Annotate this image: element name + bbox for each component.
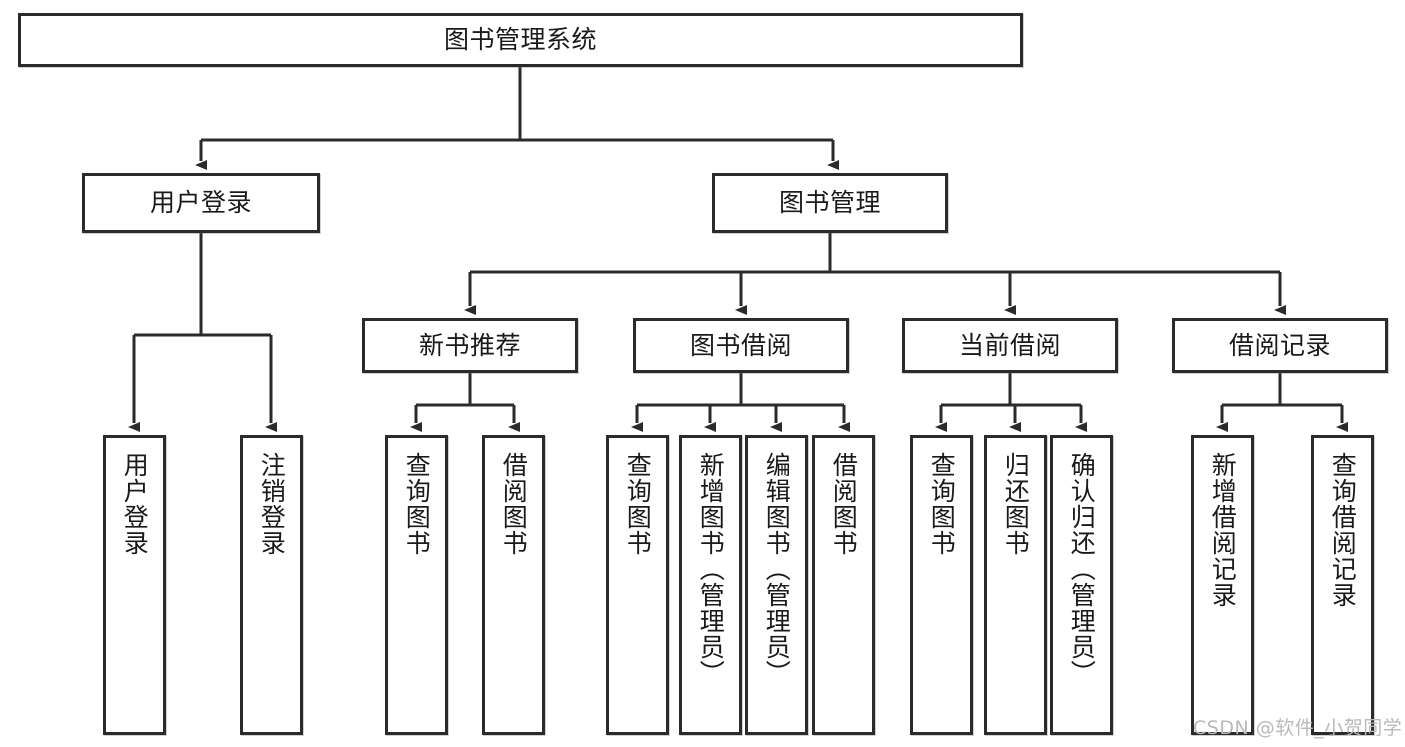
node-book-manage[interactable]: 图书管理 bbox=[712, 173, 948, 233]
node-leaf-query-book-3[interactable]: 查询图书 bbox=[910, 435, 973, 735]
node-leaf-add-record[interactable]: 新增借阅记录 bbox=[1191, 435, 1254, 735]
node-book-borrow[interactable]: 图书借阅 bbox=[633, 318, 849, 373]
node-leaf-edit-book-label: 编辑图书（管理员） bbox=[762, 452, 792, 686]
node-leaf-add-record-label: 新增借阅记录 bbox=[1208, 452, 1238, 608]
node-root[interactable]: 图书管理系统 bbox=[18, 13, 1023, 67]
node-leaf-return-book-label: 归还图书 bbox=[1001, 452, 1031, 556]
node-leaf-query-book-2-label: 查询图书 bbox=[623, 452, 653, 556]
node-book-manage-label: 图书管理 bbox=[778, 188, 881, 217]
node-leaf-user-login-label: 用户登录 bbox=[120, 452, 150, 556]
node-leaf-borrow-book-2[interactable]: 借阅图书 bbox=[812, 435, 875, 735]
node-leaf-add-book[interactable]: 新增图书（管理员） bbox=[679, 435, 742, 735]
node-leaf-query-record-label: 查询借阅记录 bbox=[1328, 452, 1358, 608]
node-user-login-label: 用户登录 bbox=[149, 188, 252, 217]
node-leaf-query-book-1-label: 查询图书 bbox=[402, 452, 432, 556]
node-leaf-logout[interactable]: 注销登录 bbox=[240, 435, 303, 735]
node-borrow-record[interactable]: 借阅记录 bbox=[1172, 318, 1388, 373]
node-leaf-return-book[interactable]: 归还图书 bbox=[984, 435, 1047, 735]
node-leaf-user-login[interactable]: 用户登录 bbox=[103, 435, 166, 735]
node-leaf-query-book-3-label: 查询图书 bbox=[927, 452, 957, 556]
csdn-watermark: CSDN @软件_小贺同学 bbox=[1193, 717, 1403, 739]
node-current-borrow[interactable]: 当前借阅 bbox=[902, 318, 1118, 373]
node-new-book-rec-label: 新书推荐 bbox=[418, 330, 521, 360]
node-root-label: 图书管理系统 bbox=[443, 25, 597, 54]
node-leaf-query-book-2[interactable]: 查询图书 bbox=[606, 435, 669, 735]
node-leaf-edit-book[interactable]: 编辑图书（管理员） bbox=[745, 435, 808, 735]
node-leaf-borrow-book-1[interactable]: 借阅图书 bbox=[482, 435, 545, 735]
node-book-borrow-label: 图书借阅 bbox=[689, 330, 792, 360]
node-leaf-confirm-return-label: 确认归还（管理员） bbox=[1067, 452, 1097, 686]
node-user-login[interactable]: 用户登录 bbox=[82, 173, 320, 233]
node-leaf-add-book-label: 新增图书（管理员） bbox=[696, 452, 726, 686]
node-leaf-borrow-book-1-label: 借阅图书 bbox=[499, 452, 529, 556]
node-leaf-borrow-book-2-label: 借阅图书 bbox=[829, 452, 859, 556]
node-leaf-query-record[interactable]: 查询借阅记录 bbox=[1311, 435, 1374, 735]
node-current-borrow-label: 当前借阅 bbox=[958, 330, 1061, 360]
node-leaf-query-book-1[interactable]: 查询图书 bbox=[385, 435, 448, 735]
node-leaf-logout-label: 注销登录 bbox=[257, 452, 287, 556]
node-new-book-rec[interactable]: 新书推荐 bbox=[362, 318, 578, 373]
node-leaf-confirm-return[interactable]: 确认归还（管理员） bbox=[1050, 435, 1113, 735]
node-borrow-record-label: 借阅记录 bbox=[1228, 330, 1331, 360]
